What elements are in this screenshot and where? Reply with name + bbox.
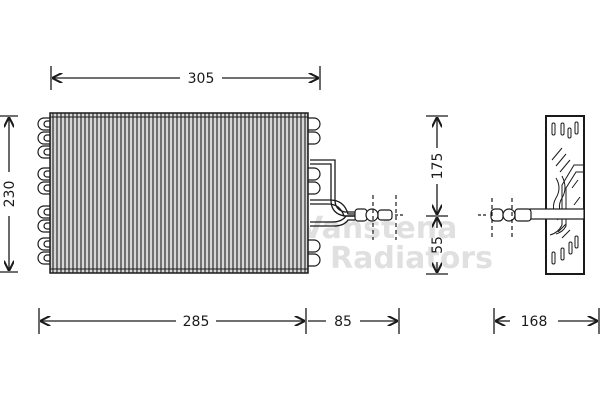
refrigerant-pipes <box>310 159 355 227</box>
side-view <box>478 115 585 275</box>
watermark-line2: Radiators <box>330 241 493 276</box>
side-fittings <box>478 198 532 240</box>
pipe-fittings <box>354 195 405 240</box>
evaporator-core <box>49 112 309 274</box>
dimension-labels: 305 230 175 55 285 85 168 <box>2 71 547 330</box>
dim-pipe-width: 85 <box>334 314 352 330</box>
dim-upper-height: 175 <box>430 153 446 180</box>
dim-left-height: 230 <box>2 181 18 208</box>
watermark: Vanstena Radiators <box>300 211 493 276</box>
left-tube-bends <box>37 117 50 265</box>
dim-side-depth: 168 <box>521 314 548 330</box>
dim-core-width: 285 <box>183 314 210 330</box>
dimension-lines <box>0 66 600 334</box>
front-view <box>37 112 405 274</box>
side-housing <box>545 115 585 275</box>
dim-lower-height: 55 <box>430 236 446 254</box>
right-tube-bends <box>308 117 321 267</box>
dim-top-width: 305 <box>188 71 215 87</box>
